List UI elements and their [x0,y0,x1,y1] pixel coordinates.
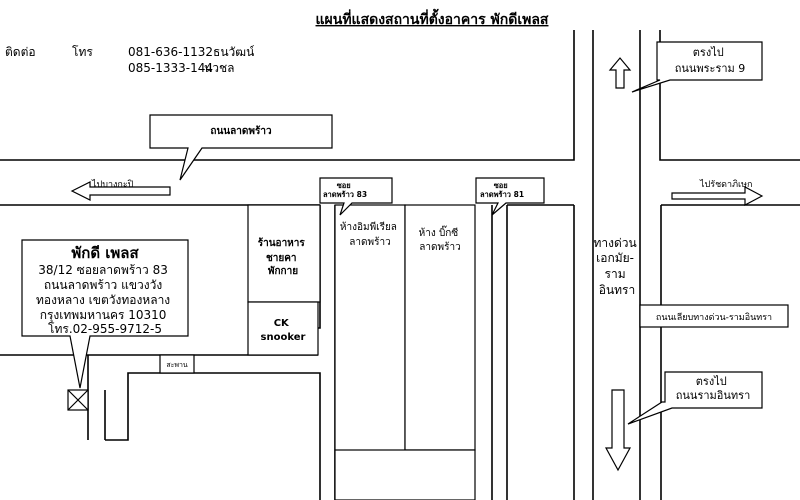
place-marker-icon [67,389,89,411]
building-blocks [159,204,789,500]
arrow-to-ratchada: ไปรัชดาภิเษก [671,179,764,206]
contact-name-2: นวชล [204,61,234,75]
down-arrow-icon [604,389,632,472]
rama9-callout: ตรงไป ถนนพระราม 9 [631,41,763,93]
contact-name-1: ธนวัฒน์ [213,45,254,59]
contact-info: ติดต่อ โทร 081-636-1132 ธนวัฒน์ 085-1333… [5,45,254,75]
ck-snooker-block [247,301,319,356]
place-name: พักดี เพลส [71,244,139,262]
phone-label: โทร [72,45,93,59]
big-c-block [404,204,476,451]
lower-block [334,449,476,500]
contact-label: ติดต่อ [5,45,36,59]
restaurant-block [247,204,321,303]
bridge-box [159,354,195,374]
restaurant-label: ร้านอาหาร ชายคา พักกาย [258,237,309,277]
to-ram-inthra-label: ตรงไป ถนนรามอินทรา [676,375,751,402]
big-c-label: ห้าง บิ๊กซี ลาดพร้าว [419,225,462,253]
soi-83-label: ซอย ลาดพร้าว 83 [323,181,367,199]
up-arrow-icon [608,57,632,89]
arrow-to-bang-kapi: ไปบางกะปิ [70,179,171,201]
phone-1: 081-636-1132 [128,45,213,59]
lat-phrao-callout: ถนนลาดพร้าว [149,114,333,181]
lane-south-path [105,372,321,500]
ram-inthra-callout: ตรงไป ถนนรามอินทรา [627,371,763,425]
bridge-label: สะพาน [166,361,188,369]
soi-81-callout: ซอย ลาดพร้าว 81 [475,177,545,216]
soi-81-label: ซอย ลาดพร้าว 81 [480,181,524,199]
to-rama9-label: ตรงไป ถนนพระราม 9 [675,46,746,75]
soi-83-callout: ซอย ลาดพร้าว 83 [319,177,393,216]
parallel-road-box [639,304,789,328]
phone-2: 085-1333-144 [128,61,213,75]
map-title: แผนที่แสดงสถานที่ตั้งอาคาร พักดีเพลส [316,8,549,28]
to-bang-kapi-label: ไปบางกะปิ [91,179,134,190]
to-ratchada-label: ไปรัชดาภิเษก [699,179,752,190]
parallel-road-label: ถนนเลียบทางด่วน-รามอินทรา [656,312,772,323]
place-address: 38/12 ซอยลาดพร้าว 83 ถนนลาดพร้าว แขวงวัง… [36,263,174,336]
imperial-label: ห้างอิมพีเรียล ลาดพร้าว [340,221,400,248]
lat-phrao-label: ถนนลาดพร้าว [210,125,272,137]
place-callout: พักดี เพลส 38/12 ซอยลาดพร้าว 83 ถนนลาดพร… [21,239,189,389]
expressway-label: ทางด่วน เอกมัย- ราม อินทรา [593,236,640,297]
ck-snooker-label: CK snooker [261,318,306,343]
